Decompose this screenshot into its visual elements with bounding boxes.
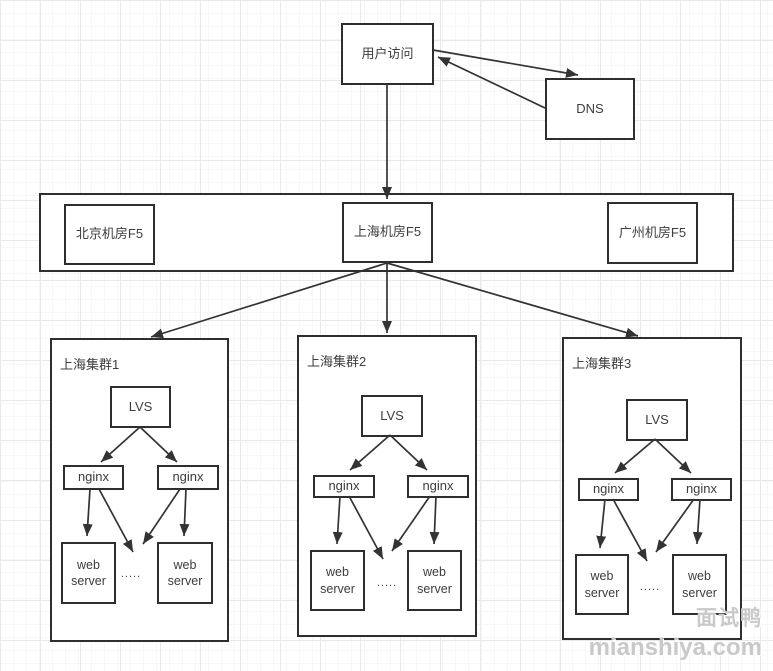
edge-shanghai-f5-to-cluster-1 [150, 262, 388, 339]
cluster-3-nginx-left: nginx [578, 478, 639, 501]
cluster-2: 上海集群2 LVS nginx nginx web server web ser… [297, 335, 477, 637]
node-user-access: 用户访问 [341, 23, 434, 85]
cluster-2-web-left-label: web server [320, 565, 355, 596]
edge-shanghai-f5-to-cluster-3 [386, 262, 639, 338]
cluster-3: 上海集群3 LVS nginx nginx web server web ser… [562, 337, 742, 640]
cluster-3-label: 上海集群3 [572, 356, 632, 371]
cluster-1-label: 上海集群1 [60, 357, 120, 372]
cluster-1-dots: ..... [120, 568, 142, 580]
cluster-3-nginx-right: nginx [671, 478, 732, 501]
cluster-3-web-right-label: web server [682, 569, 717, 600]
cluster-2-lvs: LVS [361, 395, 423, 437]
cluster-3-nginx-right-label: nginx [685, 481, 718, 497]
cluster-2-nginx-left: nginx [313, 475, 375, 498]
node-shanghai-f5: 上海机房F5 [342, 202, 433, 263]
cluster-2-lvs-label: LVS [380, 407, 404, 423]
cluster-2-label: 上海集群2 [307, 354, 367, 369]
cluster-1-nginx-left-label: nginx [77, 469, 110, 485]
cluster-3-lvs-label: LVS [645, 411, 669, 427]
cluster-3-web-left-label: web server [584, 569, 620, 600]
cluster-1-web-left-label: web server [71, 557, 106, 588]
cluster-3-web-left: web server [575, 554, 629, 615]
node-guangzhou-f5-label: 广州机房F5 [618, 224, 687, 240]
cluster-1-web-right: web server [157, 542, 213, 604]
node-guangzhou-f5: 广州机房F5 [607, 202, 698, 264]
node-beijing-f5-label: 北京机房F5 [75, 226, 144, 242]
cluster-1-nginx-left: nginx [63, 465, 124, 490]
watermark-site: mianshiya.com [588, 634, 762, 661]
node-shanghai-f5-label: 上海机房F5 [353, 224, 422, 240]
watermark-brand: 面试鸭 [696, 607, 762, 630]
cluster-2-nginx-right: nginx [407, 475, 469, 498]
cluster-1-nginx-right: nginx [157, 465, 219, 490]
cluster-1-lvs: LVS [110, 386, 171, 428]
cluster-2-nginx-left-label: nginx [328, 478, 360, 494]
cluster-1-lvs-label: LVS [128, 398, 153, 414]
cluster-3-web-right: web server [672, 554, 727, 615]
datacenter-band: 北京机房F5 上海机房F5 广州机房F5 [39, 193, 734, 272]
node-user-access-label: 用户访问 [361, 45, 414, 61]
cluster-1: 上海集群1 LVS nginx nginx web server web ser… [50, 338, 229, 642]
cluster-2-nginx-right-label: nginx [422, 478, 454, 494]
cluster-2-web-right: web server [407, 550, 462, 611]
cluster-3-lvs: LVS [626, 399, 688, 441]
cluster-3-nginx-left-label: nginx [592, 481, 625, 497]
cluster-1-web-left: web server [61, 542, 116, 604]
cluster-3-dots: ..... [639, 581, 661, 593]
cluster-2-web-left: web server [310, 550, 365, 611]
cluster-1-nginx-right-label: nginx [172, 469, 204, 485]
edge-dns-to-user [437, 56, 546, 109]
cluster-2-web-right-label: web server [417, 565, 452, 596]
node-beijing-f5: 北京机房F5 [64, 204, 155, 265]
node-dns-label: DNS [576, 100, 604, 116]
edge-user-to-dns [432, 49, 579, 78]
node-dns: DNS [545, 78, 635, 140]
cluster-1-web-right-label: web server [167, 557, 203, 588]
cluster-2-dots: ..... [376, 577, 398, 589]
